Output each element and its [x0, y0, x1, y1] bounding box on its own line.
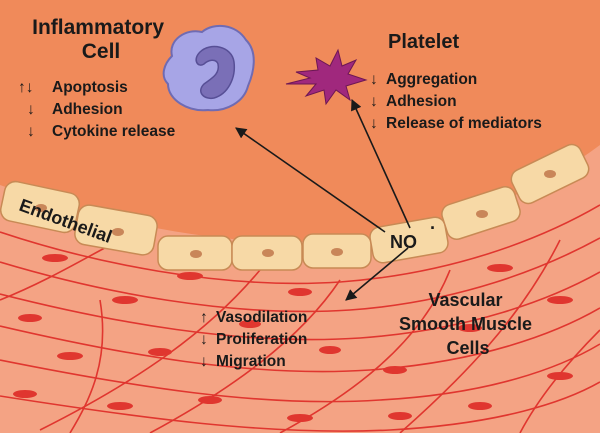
effect-text: Release of mediators: [386, 115, 542, 132]
platelet-effects: ↓ Aggregation ↓ Adhesion ↓ Release of me…: [370, 71, 542, 132]
effect-text: Vasodilation: [216, 309, 307, 326]
no-arrows: [235, 98, 411, 301]
effect-arrows: ↓: [200, 353, 208, 370]
vascular-smooth-muscle-title: Vascular Smooth Muscle Cells: [399, 290, 537, 358]
inflammatory-effects: ↑↓ Apoptosis ↓ Adhesion ↓ Cytokine relea…: [18, 79, 176, 140]
effect-arrows: ↓: [370, 93, 378, 110]
platelet-icon: [285, 48, 368, 106]
effect-arrows: ↑: [200, 309, 208, 326]
effect-arrows: ↓: [200, 331, 208, 348]
effect-text: Proliferation: [216, 331, 307, 348]
inflammatory-cell-title: Inflammatory Cell: [32, 16, 170, 63]
endothelial-layer: [0, 143, 590, 271]
effect-text: Adhesion: [52, 101, 123, 118]
effect-arrows: ↓: [27, 123, 35, 140]
arrow-to-platelet: [351, 98, 411, 229]
effect-text: Cytokine release: [52, 123, 176, 140]
effect-arrows: ↓: [27, 101, 35, 118]
effect-text: Aggregation: [386, 71, 477, 88]
effect-arrows: ↓: [370, 71, 378, 88]
endothelial-nuclei: [35, 170, 556, 258]
no-radical-dot: ·: [430, 218, 436, 238]
effect-text: Migration: [216, 353, 286, 370]
arrow-to-smooth-muscle: [345, 247, 409, 301]
effect-arrows: ↓: [370, 115, 378, 132]
no-label: NO: [390, 232, 417, 252]
platelet-title: Platelet: [388, 31, 459, 53]
arrow-to-inflammatory-cell: [235, 127, 386, 233]
smooth-muscle-nuclei: [13, 254, 573, 422]
effect-arrows: ↑↓: [18, 79, 34, 96]
effect-text: Adhesion: [386, 93, 457, 110]
smooth-muscle-effects: ↑ Vasodilation ↓ Proliferation ↓ Migrati…: [200, 309, 307, 370]
inflammatory-cell-icon: [162, 24, 255, 112]
effect-text: Apoptosis: [52, 79, 128, 96]
